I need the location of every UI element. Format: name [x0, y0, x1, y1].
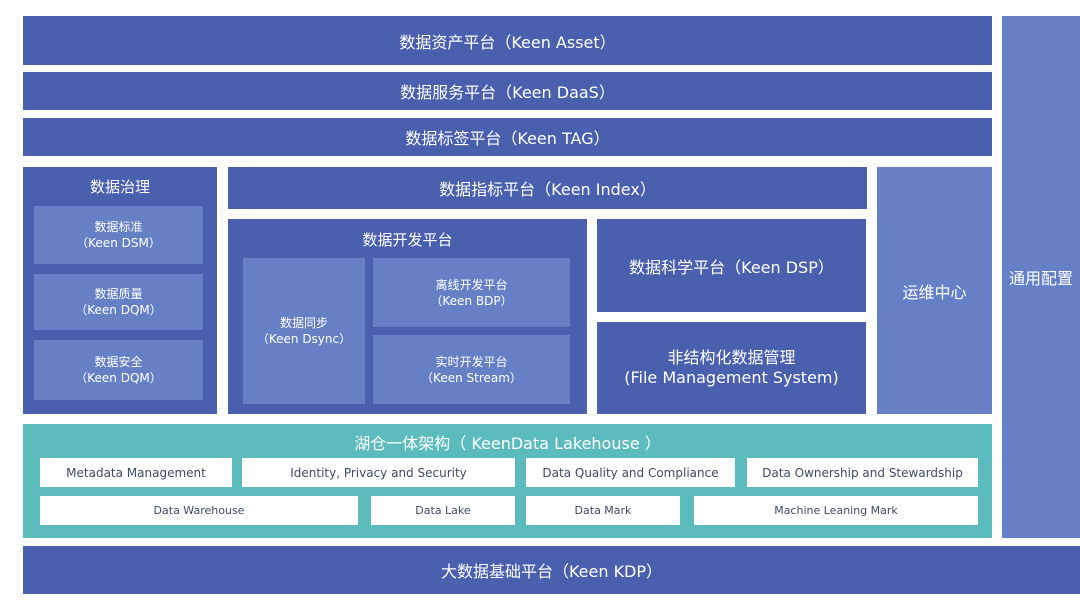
general-config-column: 通用配置 [1002, 16, 1080, 538]
keen-tag-label: 数据标签平台（Keen TAG） [405, 129, 610, 148]
stream-code: （Keen Stream） [421, 370, 522, 385]
lakehouse-data-warehouse: Data Warehouse [40, 496, 358, 525]
keen-kdp-label: 大数据基础平台（Keen KDP） [440, 562, 663, 581]
data-ownership-stewardship-label: Data Ownership and Stewardship [762, 465, 963, 480]
keen-dsync-box: 数据同步 （Keen Dsync） [243, 258, 365, 404]
metadata-management-label: Metadata Management [66, 465, 206, 480]
keen-index-label: 数据指标平台（Keen Index） [439, 180, 656, 199]
governance-item-dqm: 数据质量 （Keen DQM） [34, 274, 203, 330]
lakehouse-identity-privacy-security: Identity, Privacy and Security [242, 458, 515, 487]
ops-center: 运维中心 [877, 167, 992, 414]
data-mark-label: Data Mark [574, 504, 632, 517]
dsync-name: 数据同步 [279, 316, 328, 330]
lakehouse-title: 湖仓一体架构（ KeenData Lakehouse ） [354, 434, 661, 453]
governance-item-security: 数据安全 （Keen DQM） [34, 340, 203, 400]
keen-tag-layer: 数据标签平台（Keen TAG） [23, 118, 992, 156]
dsync-code: （Keen Dsync） [256, 332, 352, 346]
file-management-name: 非结构化数据管理 [667, 348, 796, 367]
lakehouse-metadata-management: Metadata Management [40, 458, 232, 487]
dqm-code: （Keen DQM） [75, 303, 162, 317]
data-dev-platform-title: 数据开发平台 [362, 231, 453, 249]
governance-item-dsm: 数据标准 （Keen DSM） [34, 206, 203, 264]
file-management-code: (File Management System) [624, 368, 839, 387]
ops-center-label: 运维中心 [902, 282, 967, 302]
data-lake-label: Data Lake [415, 504, 471, 517]
machine-leaning-mark-label: Machine Leaning Mark [774, 504, 898, 517]
security-code: （Keen DQM） [75, 371, 162, 385]
keen-dsp-platform: 数据科学平台（Keen DSP） [597, 219, 866, 312]
dqm-name: 数据质量 [94, 287, 143, 301]
dsm-name: 数据标准 [94, 220, 143, 234]
data-governance-title: 数据治理 [89, 178, 150, 196]
keen-index-platform: 数据指标平台（Keen Index） [228, 167, 867, 209]
dsm-code: （Keen DSM） [76, 236, 161, 250]
identity-privacy-security-label: Identity, Privacy and Security [290, 465, 467, 480]
keen-stream-box: 实时开发平台 （Keen Stream） [373, 335, 570, 404]
keen-dsp-label: 数据科学平台（Keen DSP） [629, 257, 834, 277]
keen-bdp-box: 离线开发平台 （Keen BDP） [373, 258, 570, 327]
keen-daas-layer: 数据服务平台（Keen DaaS） [23, 72, 992, 110]
keen-daas-label: 数据服务平台（Keen DaaS） [400, 83, 615, 102]
stream-name: 实时开发平台 [435, 354, 508, 369]
general-config-label: 通用配置 [1008, 269, 1073, 288]
data-warehouse-label: Data Warehouse [153, 504, 245, 517]
data-quality-compliance-label: Data Quality and Compliance [542, 465, 719, 480]
keen-kdp-layer: 大数据基础平台（Keen KDP） [23, 546, 1080, 594]
lakehouse-data-ownership-stewardship: Data Ownership and Stewardship [747, 458, 978, 487]
bdp-code: （Keen BDP） [430, 293, 513, 308]
keen-asset-layer: 数据资产平台（Keen Asset） [23, 16, 992, 65]
file-management-system: 非结构化数据管理 (File Management System) [597, 322, 866, 414]
lakehouse-data-mark: Data Mark [526, 496, 680, 525]
lakehouse-machine-leaning-mark: Machine Leaning Mark [694, 496, 978, 525]
bdp-name: 离线开发平台 [435, 277, 508, 292]
security-name: 数据安全 [94, 355, 143, 369]
lakehouse-data-lake: Data Lake [371, 496, 515, 525]
lakehouse-data-quality-compliance: Data Quality and Compliance [526, 458, 735, 487]
keen-asset-label: 数据资产平台（Keen Asset） [399, 32, 616, 52]
